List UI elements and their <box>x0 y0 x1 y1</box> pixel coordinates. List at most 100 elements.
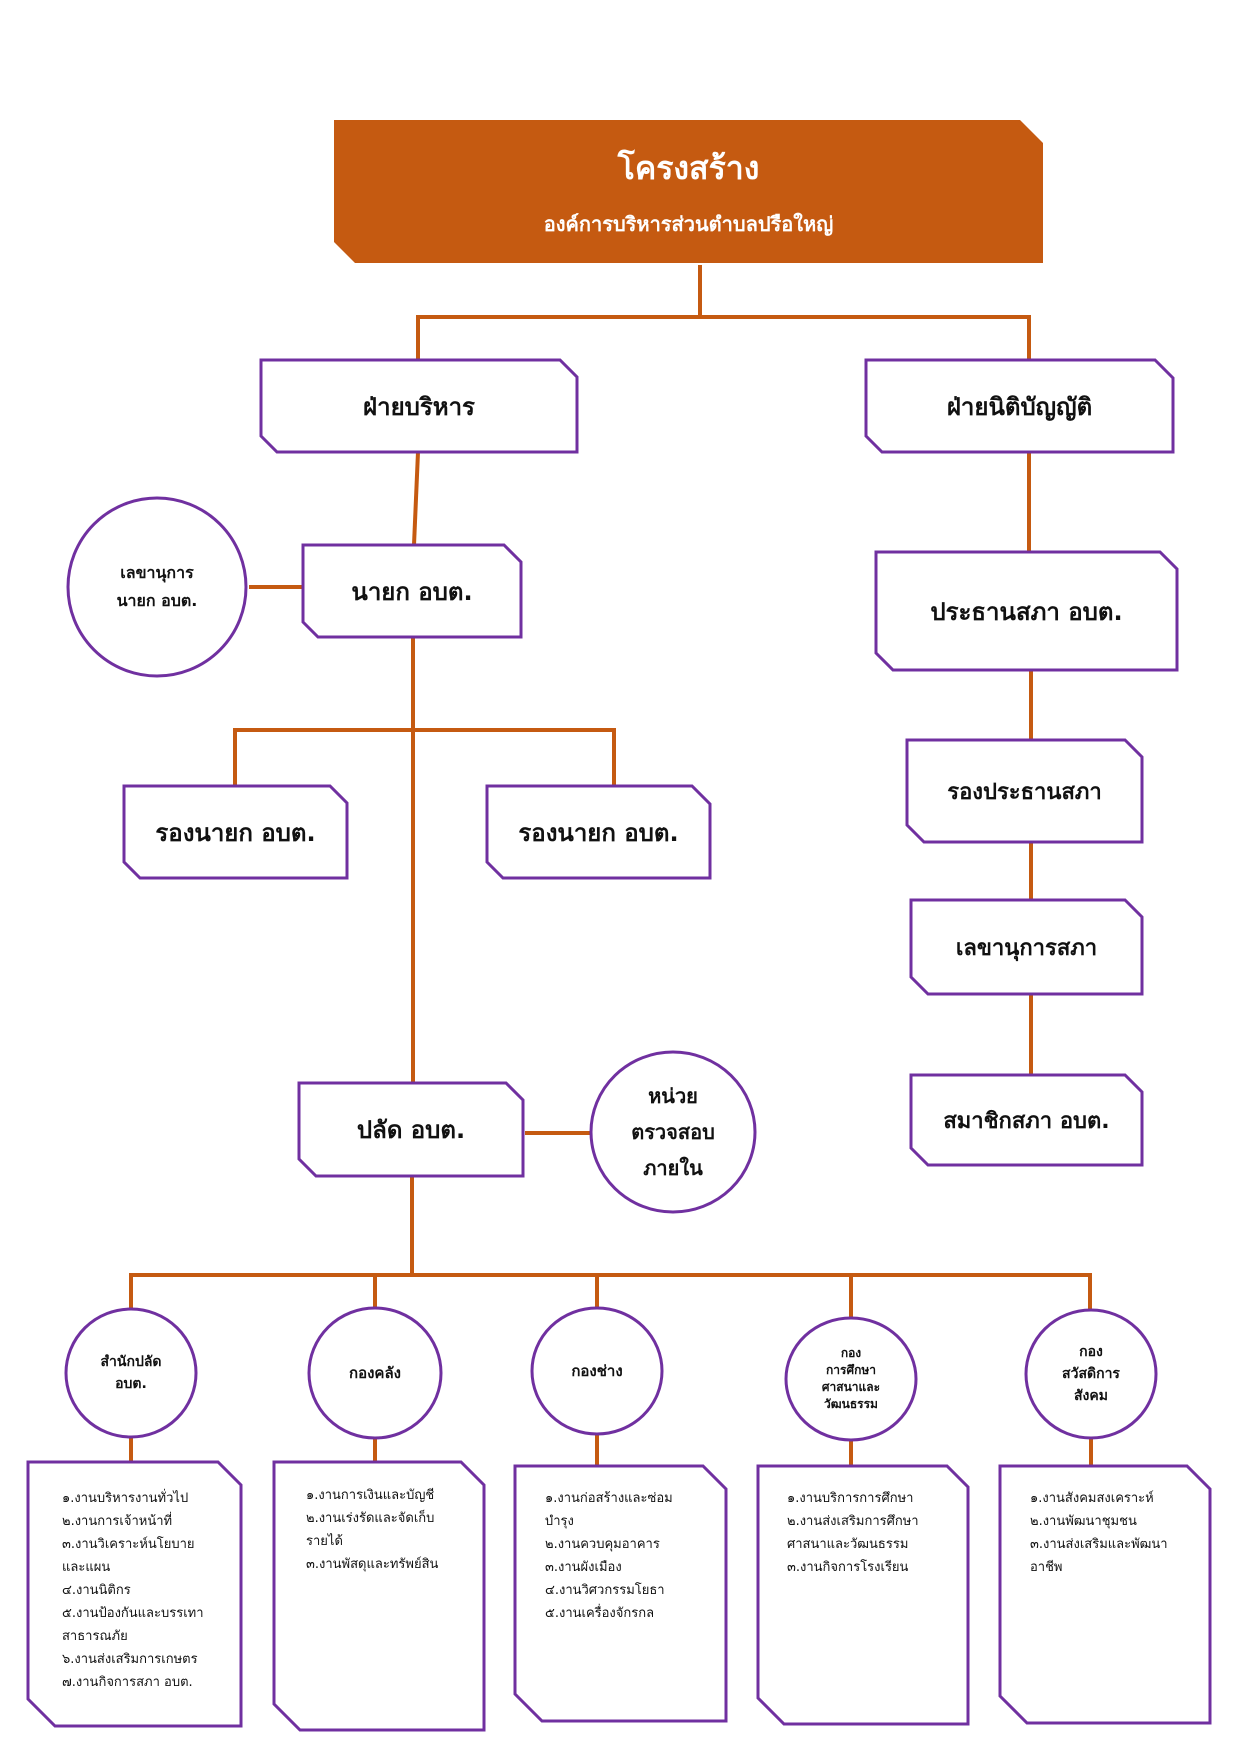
connector-lines <box>129 265 1093 1466</box>
connector-deputies <box>233 728 616 786</box>
list-item: ๓.งานผังเมือง <box>545 1560 622 1575</box>
clerk-label: ปลัด อบต. <box>299 1083 523 1176</box>
unit-5-line-2: สวัสดิการ <box>1062 1366 1120 1382</box>
unit-5-task-list: ๑.งานสังคมสงเคราะห์ ๒.งานพัฒนาชุมชน ๓.งา… <box>1030 1487 1208 1579</box>
unit-2-label: กองคลัง <box>309 1308 441 1438</box>
connector-branches <box>416 315 1031 360</box>
list-item: ๒.งานส่งเสริมการศึกษา <box>787 1514 919 1529</box>
list-item: ๑.งานก่อสร้างและซ่อม <box>545 1491 673 1506</box>
unit-1-label: สำนักปลัด อบต. <box>66 1309 196 1437</box>
council-members-label: สมาชิกสภา อบต. <box>911 1075 1142 1165</box>
page-title: โครงสร้าง <box>617 149 760 187</box>
list-item: ๕.งานป้องกันและบรรเทา <box>62 1606 204 1621</box>
list-item: ๑.งานบริการการศึกษา <box>787 1491 914 1506</box>
list-item: ๒.งานควบคุมอาคาร <box>545 1537 660 1552</box>
executive-label-text: ฝ่ายบริหาร <box>363 392 475 421</box>
list-item: ๑.งานการเงินและบัญชี <box>306 1488 435 1503</box>
unit-4-task-list: ๑.งานบริการการศึกษา ๒.งานส่งเสริมการศึกษ… <box>787 1487 965 1579</box>
list-item: ๑.งานสังคมสงเคราะห์ <box>1030 1491 1154 1506</box>
header-banner <box>334 120 1043 263</box>
audit-circle <box>589 1050 757 1214</box>
mayor-label-text: นายก อบต. <box>351 577 473 606</box>
council-members-text: สมาชิกสภา อบต. <box>943 1108 1110 1134</box>
vice-chair-label: รองประธานสภา <box>907 740 1142 842</box>
list-item: ๒.งานพัฒนาชุมชน <box>1030 1514 1137 1529</box>
clerk-box <box>297 1081 525 1178</box>
vice-chair-text: รองประธานสภา <box>947 779 1102 805</box>
list-item: ๓.งานกิจการโรงเรียน <box>787 1560 909 1575</box>
list-item: ๕.งานเครื่องจักรกล <box>545 1606 655 1621</box>
audit-line-3: ภายใน <box>643 1156 703 1180</box>
deputy-mayor-right-box <box>485 784 712 880</box>
deputy-mayor-right-label: รองนายก อบต. <box>487 786 710 878</box>
list-item: ๓.งานส่งเสริมและพัฒนา <box>1030 1537 1168 1552</box>
deputy-mayor-left-text: รองนายก อบต. <box>155 818 316 847</box>
list-item: อาชีพ <box>1030 1560 1063 1575</box>
secretary-line-2: นายก อบต. <box>116 591 198 610</box>
council-members-box <box>909 1073 1144 1167</box>
unit-5-line-1: กอง <box>1079 1344 1103 1360</box>
unit-4-circle <box>784 1316 918 1442</box>
list-item: รายได้ <box>306 1534 343 1549</box>
secretary-label: เลขานุการ นายก อบต. <box>68 498 246 676</box>
unit-2-tasks-box <box>272 1460 486 1732</box>
list-item: ๔.งานวิศวกรรมโยธา <box>545 1583 665 1598</box>
mayor-box <box>301 543 523 639</box>
unit-5-tasks-box <box>998 1464 1212 1725</box>
unit-3-line-1: กองช่าง <box>571 1362 623 1380</box>
unit-4-line-3: ศาสนาและ <box>821 1380 881 1394</box>
council-chair-box <box>874 550 1179 672</box>
unit-3-label: กองช่าง <box>532 1308 662 1434</box>
unit-3-task-list: ๑.งานก่อสร้างและซ่อม บำรุง ๒.งานควบคุมอา… <box>545 1487 723 1625</box>
list-item: ๗.งานกิจการสภา อบต. <box>62 1675 193 1690</box>
unit-5-circle <box>1024 1308 1158 1440</box>
mayor-label: นายก อบต. <box>303 545 521 637</box>
unit-4-line-1: กอง <box>840 1346 862 1360</box>
list-item: บำรุง <box>545 1514 574 1529</box>
deputy-mayor-right-text: รองนายก อบต. <box>518 818 679 847</box>
legislative-box <box>864 358 1175 454</box>
secretary-line-1: เลขานุการ <box>120 563 194 582</box>
unit-4-line-2: การศึกษา <box>826 1363 876 1377</box>
list-item: สาธารณภัย <box>62 1629 128 1644</box>
unit-1-task-list: ๑.งานบริหารงานทั่วไป ๒.งานการเจ้าหน้าที่… <box>62 1487 237 1694</box>
list-item: ๔.งานนิติกร <box>62 1583 131 1598</box>
connector-units-bar <box>129 1273 1092 1310</box>
list-item: ศาสนาและวัฒนธรรม <box>787 1537 909 1552</box>
audit-line-1: หน่วย <box>648 1084 698 1108</box>
legislative-label: ฝ่ายนิติบัญญัติ <box>866 360 1173 452</box>
deputy-mayor-left-label: รองนายก อบต. <box>124 786 347 878</box>
connector-exec-mayor <box>412 451 420 546</box>
vice-chair-box <box>905 738 1144 844</box>
unit-5-line-3: สังคม <box>1074 1388 1108 1404</box>
list-item: ๓.งานวิเคราะห์นโยบาย <box>62 1537 195 1552</box>
list-item: ๑.งานบริหารงานทั่วไป <box>62 1491 189 1506</box>
unit-2-task-list: ๑.งานการเงินและบัญชี ๒.งานเร่งรัดและจัดเ… <box>306 1484 481 1576</box>
page-subtitle: องค์การบริหารส่วนตำบลปรือใหญ่ <box>543 212 834 236</box>
unit-1-tasks-box <box>26 1460 243 1728</box>
unit-4-label: กอง การศึกษา ศาสนาและ วัฒนธรรม <box>786 1318 916 1440</box>
council-chair-text: ประธานสภา อบต. <box>930 597 1123 626</box>
council-chair-label: ประธานสภา อบต. <box>876 552 1177 670</box>
secretary-circle <box>66 496 248 678</box>
list-item: ๓.งานพัสดุและทรัพย์สิน <box>306 1557 439 1572</box>
header: โครงสร้าง องค์การบริหารส่วนตำบลปรือใหญ่ <box>334 120 1043 263</box>
clerk-label-text: ปลัด อบต. <box>356 1116 466 1144</box>
audit-label: หน่วย ตรวจสอบ ภายใน <box>591 1052 755 1212</box>
executive-box <box>259 358 579 454</box>
unit-4-line-4: วัฒนธรรม <box>824 1397 878 1411</box>
unit-1-line-1: สำนักปลัด <box>100 1354 162 1370</box>
unit-1-circle <box>64 1307 198 1439</box>
unit-3-circle <box>530 1306 664 1436</box>
council-secretary-label: เลขานุการสภา <box>911 900 1142 994</box>
list-item: ๖.งานส่งเสริมการเกษตร <box>62 1652 198 1667</box>
unit-4-tasks-box <box>756 1464 970 1726</box>
audit-line-2: ตรวจสอบ <box>631 1120 715 1144</box>
unit-2-line-1: กองคลัง <box>349 1364 401 1382</box>
council-secretary-box <box>909 898 1144 996</box>
council-secretary-text: เลขานุการสภา <box>955 935 1098 961</box>
executive-label: ฝ่ายบริหาร <box>261 360 577 452</box>
list-item: และแผน <box>62 1560 111 1575</box>
unit-5-label: กอง สวัสดิการ สังคม <box>1026 1310 1156 1438</box>
